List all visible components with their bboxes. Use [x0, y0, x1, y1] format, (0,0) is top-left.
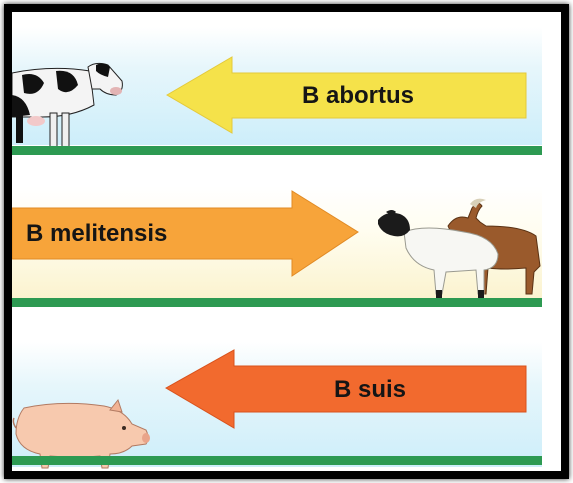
label-b-suis: B suis: [334, 376, 406, 404]
row-b-melitensis: B melitensis: [12, 186, 542, 298]
ground-line: [12, 298, 542, 307]
image-frame: B abortus: [4, 4, 569, 479]
cow-icon: [12, 45, 132, 157]
ground-line: [12, 146, 542, 155]
label-b-abortus: B abortus: [302, 82, 414, 110]
label-b-melitensis: B melitensis: [26, 220, 167, 248]
row-b-suis: B suis: [12, 342, 542, 467]
ground-line: [12, 456, 542, 465]
row-b-abortus: B abortus: [12, 27, 542, 145]
diagram-panel: B abortus: [12, 12, 561, 471]
